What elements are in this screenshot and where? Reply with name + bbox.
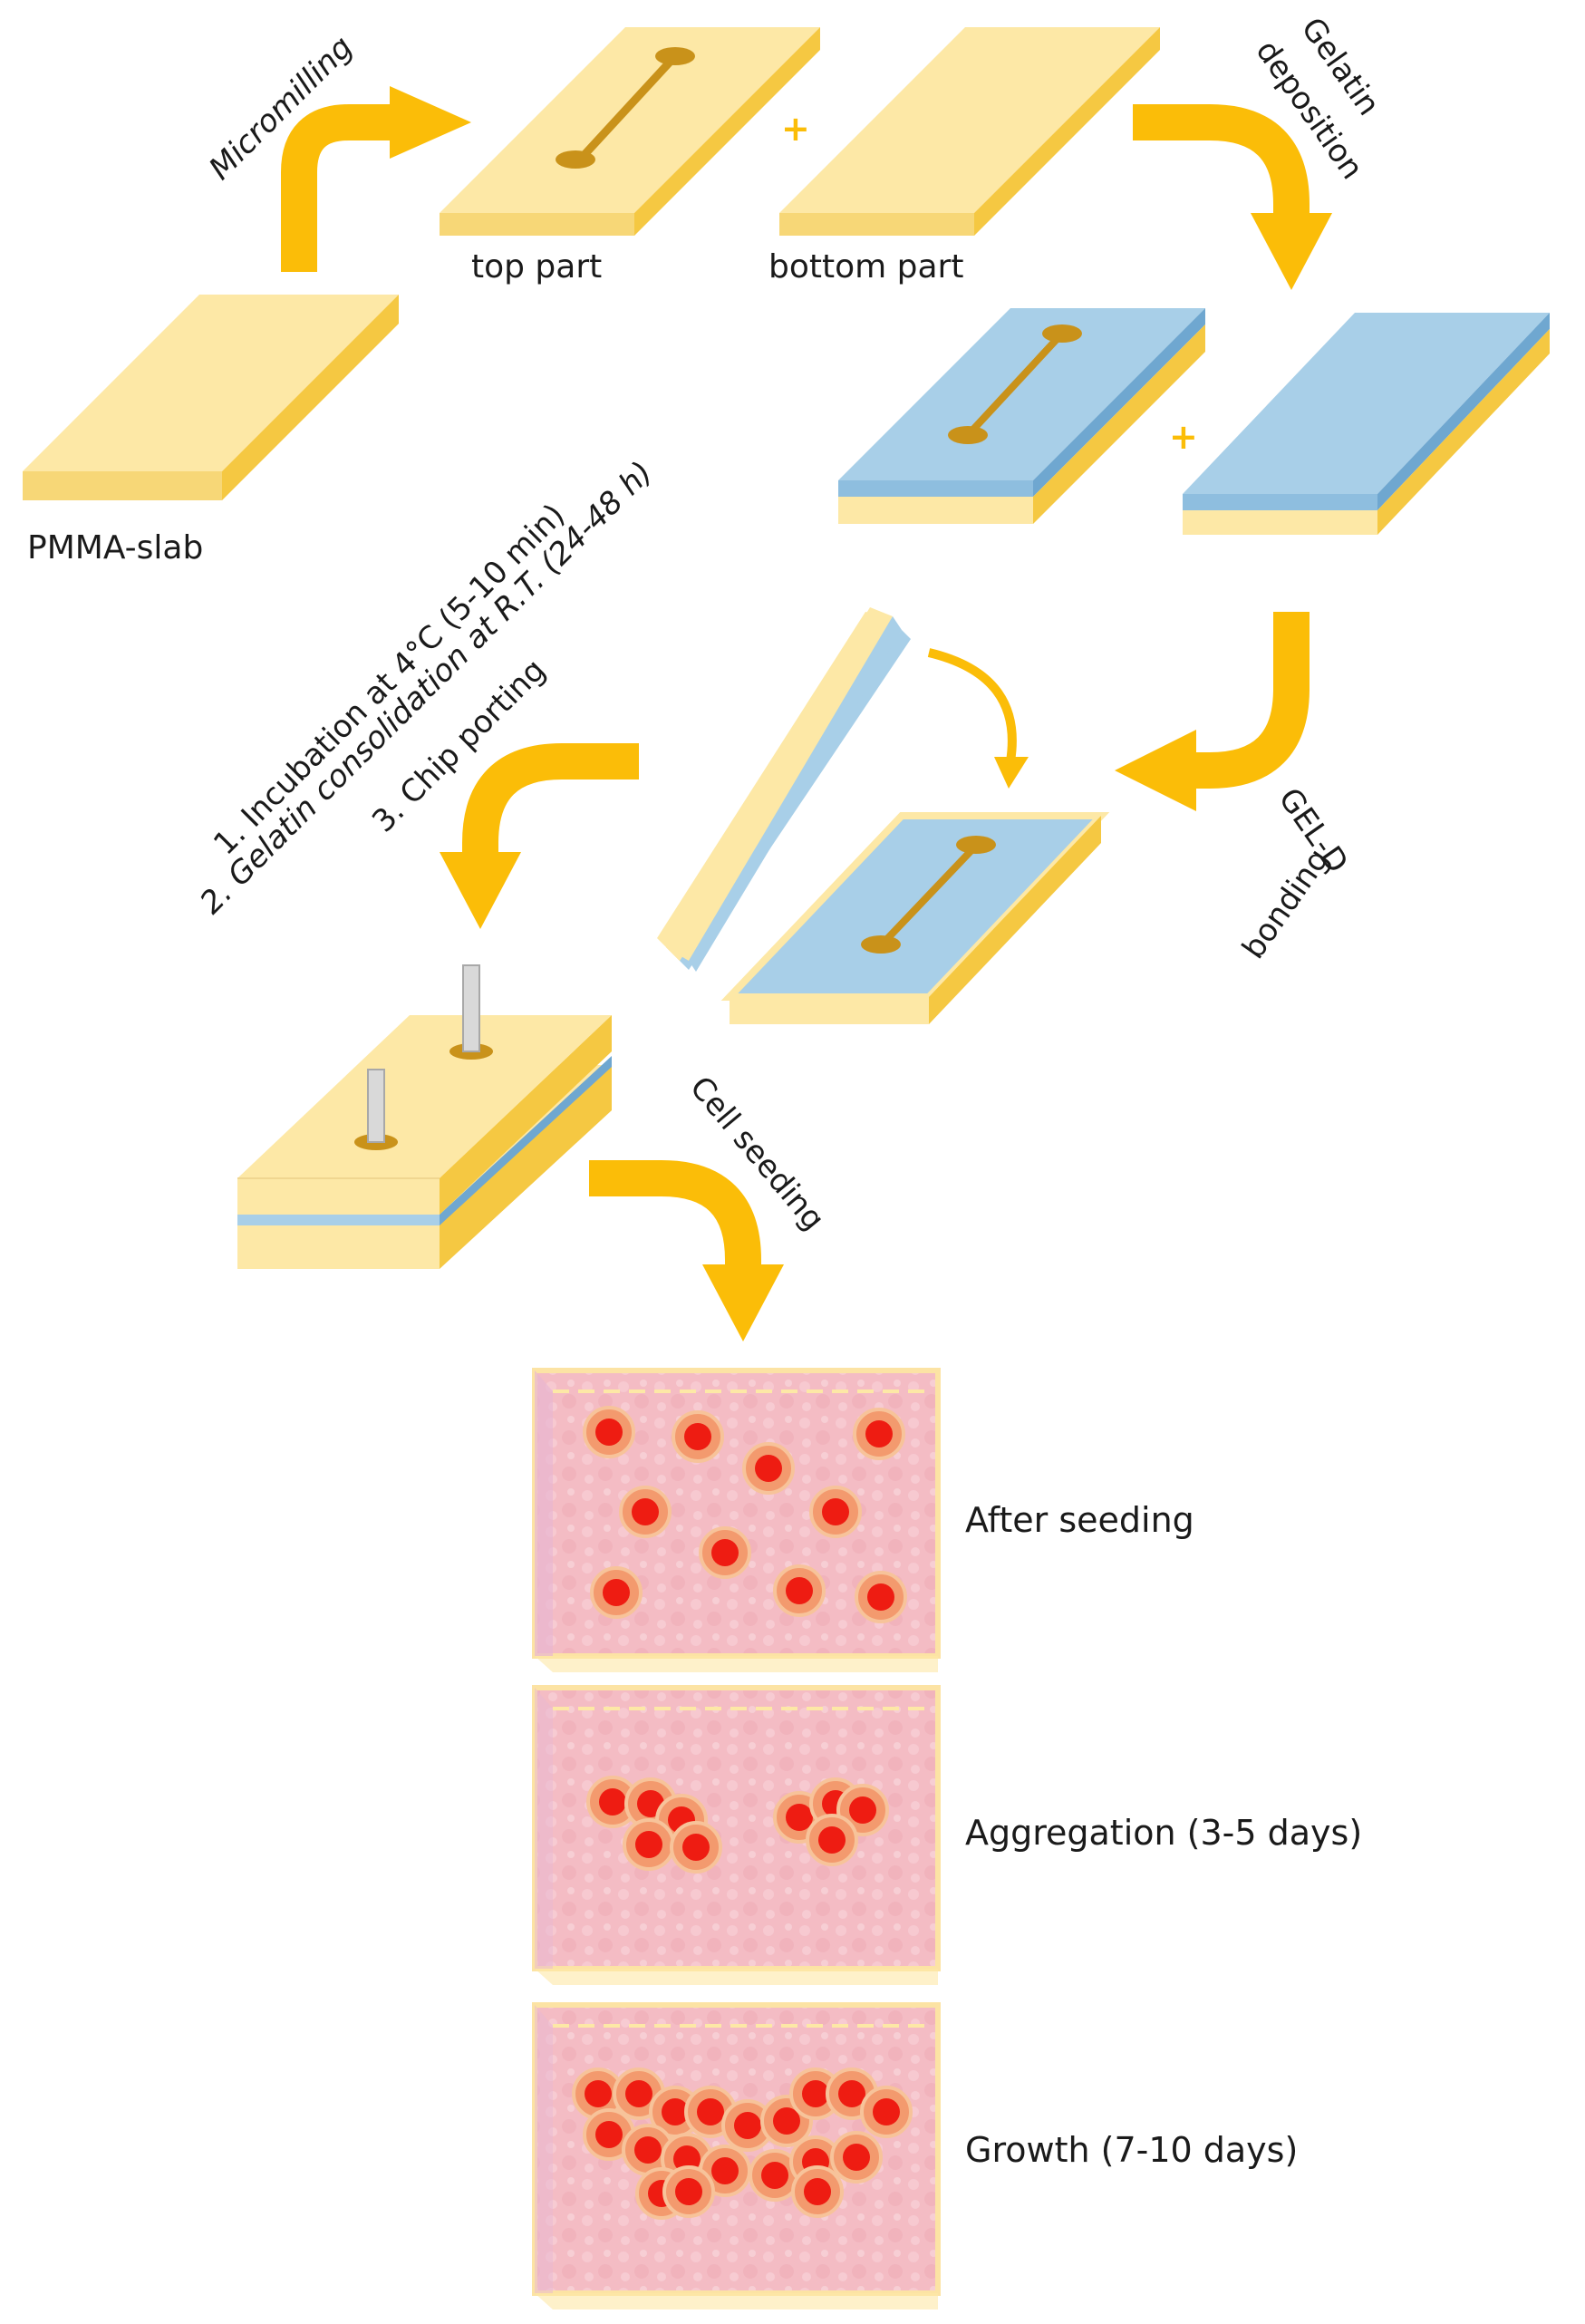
assembled-chip [237,1015,612,1269]
pmma-slab-label: PMMA-slab [27,529,203,566]
grown-cell-nucleus [804,2178,831,2205]
gelatin-coated-bottom-part [1183,313,1550,535]
grown-cell-nucleus [634,2136,662,2164]
stage-label-growth: Growth (7-10 days) [965,2130,1298,2170]
cells-after-seeding [583,1406,907,1623]
grown-cell-nucleus [673,2145,701,2173]
grown-cell-nucleus [773,2107,800,2135]
plus-sign-middle: + [1169,417,1198,457]
aggregating-cell-nucleus [682,1834,710,1861]
top-part-slab [440,27,820,236]
flipping-top-slab-body [666,607,902,972]
grown-cell-nucleus [838,2080,865,2107]
seeded-cell-nucleus [786,1577,813,1604]
grown-cell-nucleus [625,2080,652,2107]
seeded-cell-nucleus [603,1579,630,1606]
panel-aggregation [532,1685,941,1985]
aggregating-cell-nucleus [786,1804,813,1831]
seeded-cell-nucleus [867,1583,894,1611]
grown-cell-nucleus [843,2144,870,2171]
aggregating-cell-nucleus [635,1831,662,1858]
seeded-cell-nucleus [711,1539,739,1566]
grown-cell-nucleus [585,2080,612,2107]
cells-aggregation [586,1776,889,1874]
micromilling-arrow [281,86,471,272]
gel-d-bonding-arrow [1115,612,1310,811]
cell-seeding-label: Cell seeding [682,1070,831,1237]
grown-cell-nucleus [675,2178,702,2205]
seeded-cell-nucleus [755,1455,782,1482]
top-part-label: top part [471,248,602,286]
seeded-cell-nucleus [595,1419,623,1446]
grown-cell-nucleus [802,2080,829,2107]
gelatin-coated-top-part [838,308,1205,524]
cells-growth [572,2067,913,2220]
incubation-arrow [440,743,639,929]
aggregating-cell-nucleus [849,1796,876,1824]
grown-cell-nucleus [734,2112,761,2139]
cell-seeding-arrow [589,1160,784,1341]
seeded-cell-nucleus [865,1420,893,1448]
seeded-cell-nucleus [822,1498,849,1525]
grown-cell-nucleus [873,2098,900,2125]
inlet-port [354,1069,398,1150]
outlet-port [449,964,493,1060]
grown-cell-nucleus [761,2162,788,2189]
step2-label: 2. Gelatin consolidation at R.T. (24-48 … [193,454,660,921]
flip-arrow [927,648,1029,789]
pmma-slab [23,295,399,500]
plus-sign-top: + [781,109,810,149]
grown-cell-nucleus [711,2157,739,2184]
bonding-bottom-slab [720,812,1110,1024]
bottom-part-label: bottom part [768,248,963,286]
seeded-cell-nucleus [632,1498,659,1525]
bottom-part-slab [779,27,1160,236]
stage-label-aggregation: Aggregation (3-5 days) [965,1813,1362,1853]
grown-cell-nucleus [662,2098,689,2125]
grown-cell-nucleus [595,2121,623,2148]
seeded-cell-nucleus [684,1423,711,1450]
aggregating-cell-nucleus [599,1788,626,1816]
stage-label-after-seeding: After seeding [965,1500,1194,1540]
bonding-label: bonding [1235,842,1337,965]
grown-cell-nucleus [697,2098,724,2125]
aggregating-cell-nucleus [818,1826,846,1854]
gelatin-deposition-arrow [1133,104,1332,290]
